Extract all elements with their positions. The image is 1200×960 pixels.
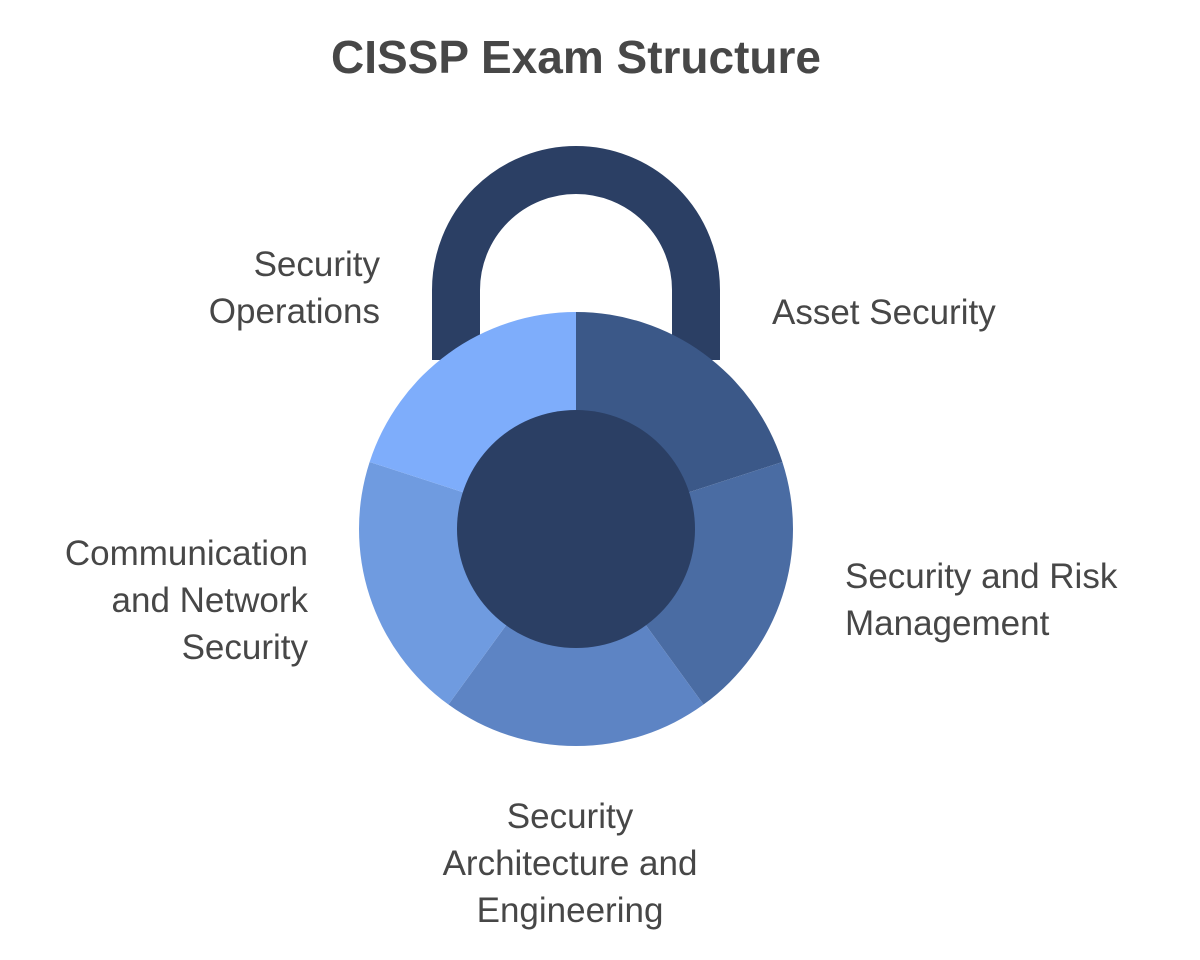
label-asset-security: Asset Security: [772, 293, 996, 332]
label-communication-network-security: Communication and Network Security: [64, 534, 308, 667]
ring-segment-ops: [369, 312, 576, 493]
ring-segment-comm: [359, 461, 507, 705]
ring-segment-asset: [576, 312, 783, 493]
padlock-shackle: [432, 146, 720, 360]
domain-ring: [359, 312, 793, 746]
ring-segment-arch: [448, 624, 704, 746]
label-security-operations: Security Operations: [208, 245, 380, 331]
ring-segment-risk: [645, 461, 793, 705]
padlock-core: [457, 410, 695, 648]
diagram-title: CISSP Exam Structure: [330, 31, 821, 83]
label-security-architecture-engineering: Security Architecture and Engineering: [442, 797, 698, 930]
label-security-risk-management: Security and Risk Management: [845, 557, 1118, 643]
